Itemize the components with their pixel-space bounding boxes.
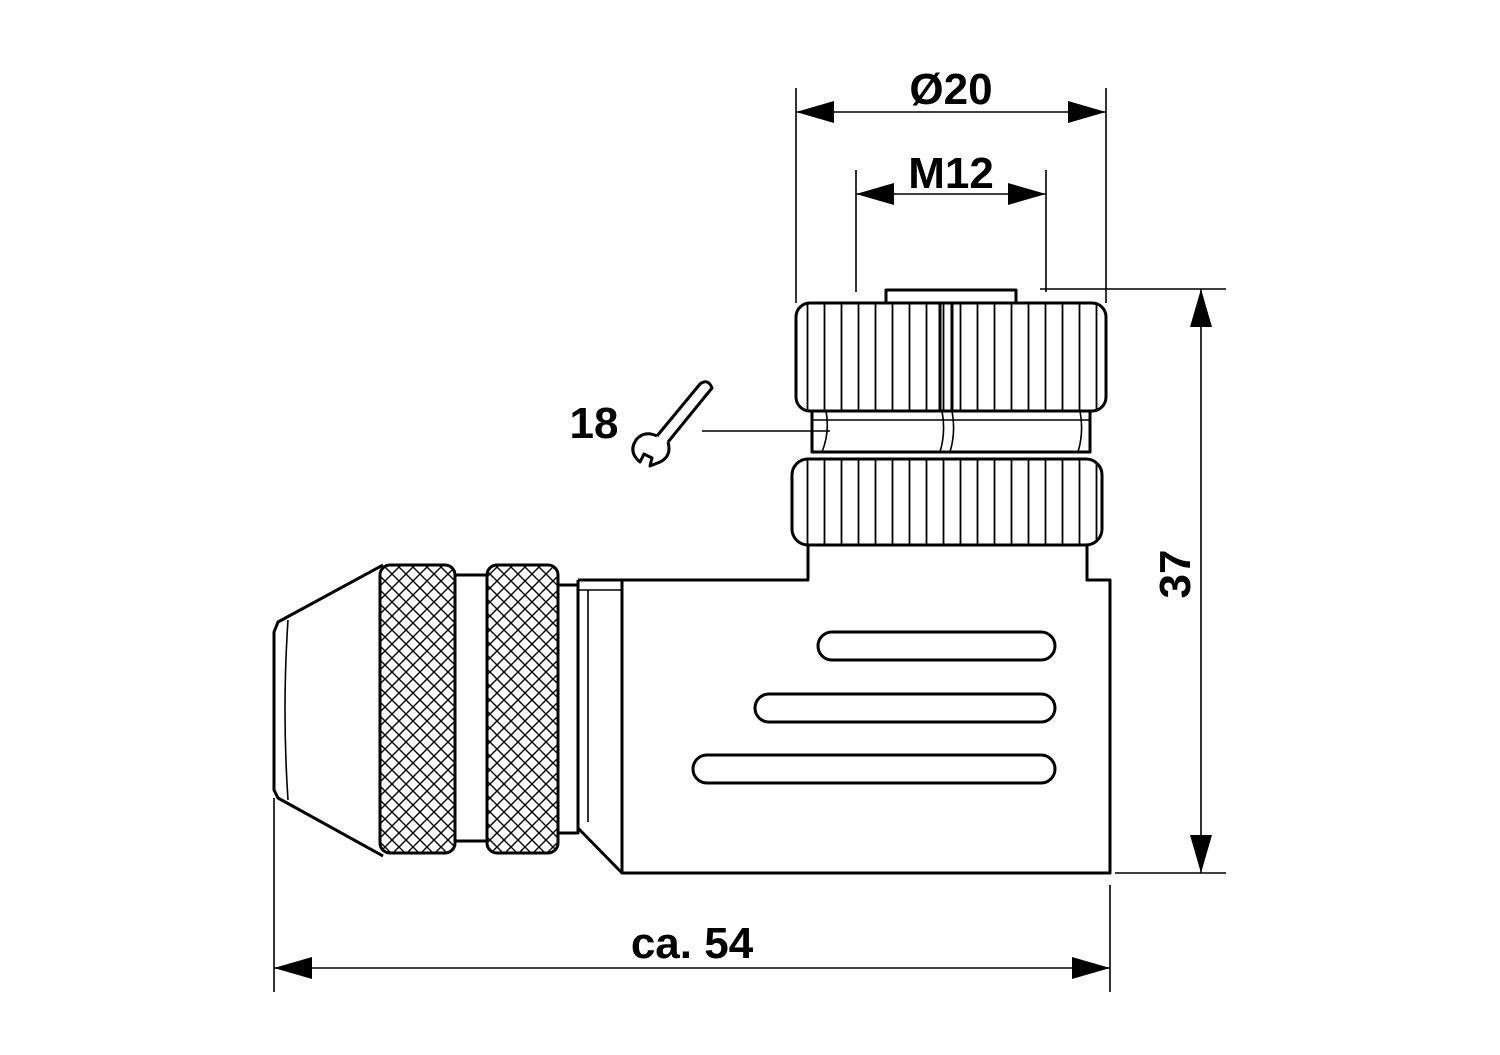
height-label: 37	[1151, 550, 1200, 599]
wrench-size-label: 18	[570, 399, 619, 448]
dimension-thread: M12	[855, 149, 1047, 292]
connector-body	[576, 543, 1112, 875]
dimension-outer-diameter: Ø20	[795, 65, 1107, 303]
coupling-nut	[790, 288, 1108, 547]
wrench-icon	[631, 380, 714, 468]
grip-slot-bottom	[691, 753, 1057, 785]
grip-slot-middle	[753, 692, 1057, 724]
grip-slot-top	[816, 630, 1057, 662]
thread-label: M12	[908, 149, 994, 198]
dimension-length: ca. 54	[273, 798, 1111, 992]
cable-gland	[272, 563, 580, 858]
wrench-size-callout: 18	[570, 380, 830, 468]
outer-diameter-label: Ø20	[909, 65, 992, 114]
dimension-height: 37	[1040, 288, 1226, 874]
length-label: ca. 54	[631, 919, 754, 968]
